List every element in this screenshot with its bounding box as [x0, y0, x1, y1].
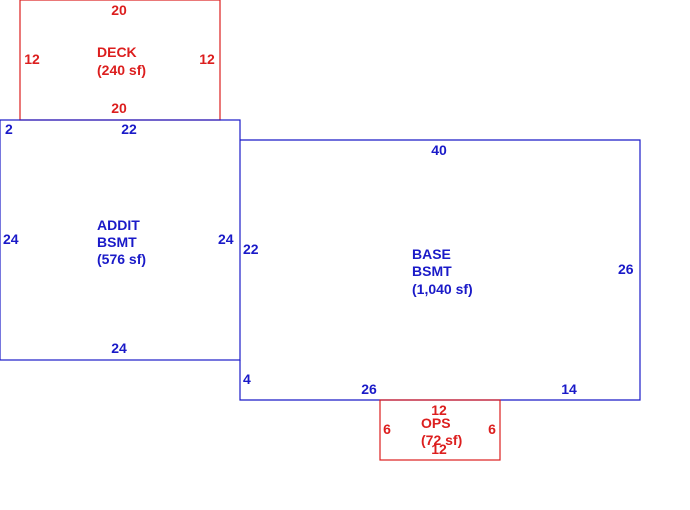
addit-dim-left: 24: [3, 231, 19, 247]
base-dim-bottom-b: 14: [561, 381, 577, 397]
addit-dim-right: 24: [218, 231, 234, 247]
base-dim-bottom-left: 4: [243, 371, 251, 387]
ops-area-label: (72 sf): [421, 432, 462, 448]
addit-dim-bottom: 24: [111, 340, 127, 356]
deck-dim-left: 12: [24, 51, 40, 67]
ops-outline: [379, 399, 501, 461]
addit-dim-top-left: 2: [5, 121, 13, 137]
base-label-line2: BSMT: [412, 263, 452, 279]
ops-dim-right: 6: [488, 421, 496, 437]
base-dim-bottom-a: 26: [361, 381, 377, 397]
ops-dim-top: 12: [431, 402, 447, 418]
addit-bsmt-area: 2 22 24 24 24 ADDIT BSMT (576 sf): [0, 119, 241, 361]
base-dim-top: 40: [431, 142, 447, 158]
deck-area: 20 12 12 20 DECK (240 sf): [19, 0, 221, 121]
base-bsmt-area: 40 22 26 4 26 14 BASE BSMT (1,040 sf): [239, 139, 641, 401]
addit-label-line2: BSMT: [97, 234, 137, 250]
ops-area: 12 6 6 12 OPS (72 sf): [379, 399, 501, 461]
deck-dim-right: 12: [199, 51, 215, 67]
deck-area-label: (240 sf): [97, 62, 146, 78]
addit-dim-top: 22: [121, 121, 137, 137]
ops-label: OPS: [421, 415, 451, 431]
addit-label-line1: ADDIT: [97, 217, 140, 233]
base-area-label: (1,040 sf): [412, 281, 473, 297]
deck-dim-bottom: 20: [111, 100, 127, 116]
base-dim-left: 22: [243, 241, 259, 257]
ops-dim-bottom: 12: [431, 441, 447, 457]
base-bsmt-outline: [239, 139, 641, 401]
base-dim-right: 26: [618, 261, 634, 277]
addit-bsmt-outline: [0, 119, 241, 361]
deck-label: DECK: [97, 44, 137, 60]
deck-dim-top: 20: [111, 2, 127, 18]
addit-area-label: (576 sf): [97, 251, 146, 267]
ops-dim-left: 6: [383, 421, 391, 437]
base-label-line1: BASE: [412, 246, 451, 262]
